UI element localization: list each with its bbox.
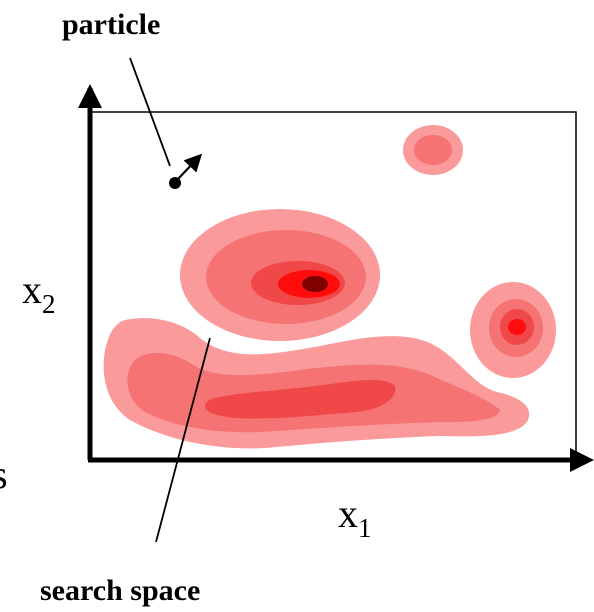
x-axis-label-subscript: 1	[358, 513, 372, 543]
particle-label: particle	[62, 8, 160, 41]
y-axis-label-subscript: 2	[42, 289, 56, 319]
peak-top-small	[403, 125, 463, 175]
ridge-elongated	[103, 318, 530, 449]
y-axis-label-main: x	[22, 267, 42, 312]
peak-center-level-5	[302, 276, 328, 292]
frame-border	[90, 111, 577, 460]
x-axis-label-main: x	[338, 491, 358, 536]
search-space-label: search space	[40, 574, 200, 607]
x-axis-label: x1	[338, 491, 372, 543]
search-space-leader-line	[155, 337, 211, 543]
y-axis-label: x2	[22, 267, 56, 319]
peak-right	[470, 282, 556, 378]
peak-right-level-4	[508, 319, 526, 335]
ridge-level-3	[205, 380, 396, 419]
y-axis-arrowhead	[78, 84, 102, 108]
peak-center-large	[180, 209, 380, 341]
x-axis-arrowhead	[570, 448, 594, 472]
edge-text-fragment: s	[0, 452, 8, 497]
peak-top-level-2	[414, 135, 452, 165]
particle-dot	[169, 177, 181, 189]
particle-velocity-arrow	[177, 153, 203, 180]
particle-leader-line	[129, 57, 171, 167]
